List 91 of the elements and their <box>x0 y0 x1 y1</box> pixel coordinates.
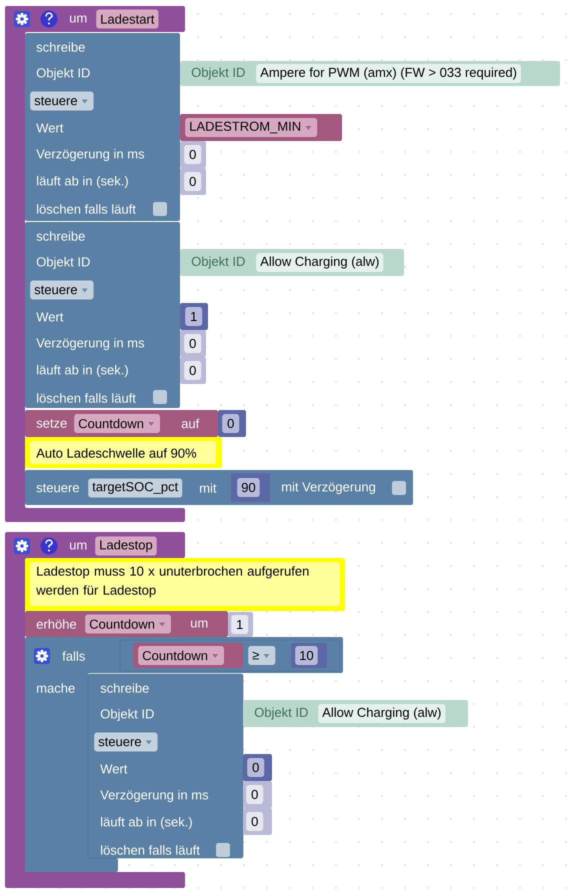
block-label: löschen falls läuft <box>101 845 200 855</box>
value-block <box>180 61 560 86</box>
block-label: um <box>191 620 208 628</box>
block-label: läuft ab in (sek.) <box>101 816 192 830</box>
block-label: schreibe <box>36 231 85 241</box>
dropdown-field: steuere <box>94 732 158 752</box>
number-block <box>180 303 208 330</box>
number-block <box>180 168 206 195</box>
number-field: 1 <box>231 615 248 634</box>
node-label: 0 <box>190 338 196 348</box>
text-field: targetSOC_pct <box>88 478 182 498</box>
variable-block <box>180 114 342 141</box>
block-label: um <box>70 542 86 550</box>
statement-block <box>25 33 180 221</box>
dropdown-field: steuere <box>30 280 94 300</box>
variable-block <box>133 643 243 668</box>
node-label: 0 <box>252 816 258 826</box>
number-block <box>228 612 253 637</box>
number-field: 0 <box>184 361 202 380</box>
block-label: Wert <box>100 764 128 774</box>
dropdown-field: ≥ <box>248 646 276 665</box>
block-label: Objekt ID <box>100 708 154 722</box>
node-label: 0 <box>190 150 196 160</box>
block-label: mache <box>37 683 75 693</box>
number-field: 0 <box>247 758 264 777</box>
block-label: Wert <box>36 312 64 322</box>
statement-block <box>25 470 413 505</box>
block-label: Objekt ID <box>36 256 90 270</box>
number-block <box>218 410 246 437</box>
text-field: Allow Charging (alw) <box>318 704 446 723</box>
text-field: Ladestop <box>95 536 157 556</box>
text-field: Allow Charging (alw) <box>256 253 384 272</box>
block-label: Verzögerung in ms <box>100 790 208 802</box>
number-field: 0 <box>184 172 202 191</box>
comment-note <box>25 437 222 468</box>
node-label: 0 <box>190 176 196 186</box>
comment-text: Ladestop muss 10 x unuterbrochen aufgerufen werden für Ladestop <box>36 566 308 598</box>
number-block <box>180 357 206 384</box>
block-label: mit Verzögerung <box>282 482 376 494</box>
number-block <box>243 781 272 808</box>
text-field: Ampere for PWM (amx) (FW > 033 required) <box>256 64 521 83</box>
statement-block <box>25 222 180 408</box>
value-block <box>180 249 404 276</box>
block-label: Verzögerung in ms <box>36 338 144 350</box>
block-label: Objekt ID <box>254 707 308 720</box>
block-label: schreibe <box>100 683 149 693</box>
block-label: läuft ab in (sek.) <box>37 364 128 378</box>
dropdown-field: Countdown <box>138 646 224 665</box>
number-block <box>243 808 272 835</box>
block-label: auf <box>182 418 200 428</box>
text-field: Ladestart <box>96 10 158 28</box>
block-label: löschen falls läuft <box>37 393 136 403</box>
block-label: Verzögerung in ms <box>36 148 144 162</box>
statement-block <box>88 674 244 858</box>
block-label: um <box>70 15 86 23</box>
statement-block <box>25 410 218 437</box>
block-label: steuere <box>36 484 79 492</box>
number-block <box>243 754 272 781</box>
dropdown-field: Countdown <box>85 614 171 634</box>
number-block <box>180 141 206 168</box>
number-field: 0 <box>184 334 202 353</box>
comment-note <box>25 558 345 611</box>
node-label: 0 <box>190 366 196 376</box>
number-field: 1 <box>185 307 202 326</box>
number-field: 90 <box>237 478 260 497</box>
block-label: Objekt ID <box>192 256 245 269</box>
block-label: Objekt ID <box>192 67 245 80</box>
number-block <box>291 643 327 668</box>
block-label: falls <box>62 651 85 661</box>
dropdown-field: steuere <box>30 92 94 110</box>
comment-text: Auto Ladeschwelle auf 90% <box>36 448 196 458</box>
block-label: löschen falls läuft <box>37 204 136 214</box>
block-label: Objekt ID <box>36 68 90 80</box>
number-field: 10 <box>295 646 318 665</box>
dropdown-field: Countdown <box>74 414 160 433</box>
block-label: mit <box>200 483 216 493</box>
number-field: 0 <box>246 785 264 804</box>
block-label: läuft ab in (sek.) <box>37 176 128 188</box>
dropdown-field: LADESTROM_MIN <box>185 118 318 137</box>
number-block <box>180 330 206 357</box>
statement-block <box>25 611 228 637</box>
block-label: setze <box>36 419 67 428</box>
value-block <box>243 700 468 727</box>
node-label: 0 <box>252 790 258 800</box>
block-label: Wert <box>36 123 64 133</box>
block-label: schreibe <box>36 42 85 52</box>
number-field: 0 <box>222 414 240 433</box>
number-block <box>231 473 270 502</box>
number-field: 0 <box>246 812 264 831</box>
block-label: erhöhe <box>36 619 76 629</box>
number-field: 0 <box>184 145 202 164</box>
